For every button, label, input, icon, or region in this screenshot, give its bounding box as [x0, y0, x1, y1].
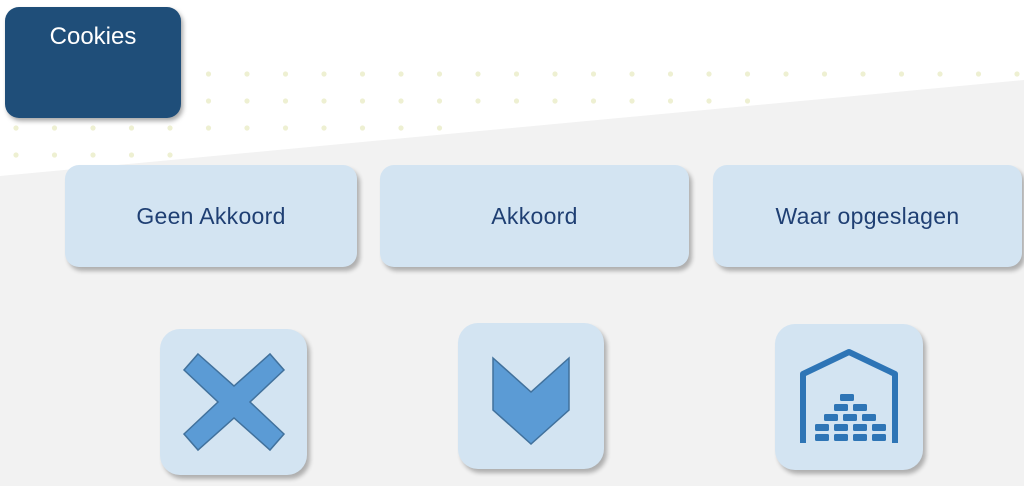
decor-dot: [629, 71, 635, 77]
decor-dot: [128, 152, 135, 158]
warehouse-box: [834, 404, 848, 411]
decline-button-label: Geen Akkoord: [136, 202, 286, 229]
accept-button[interactable]: Akkoord: [380, 165, 689, 267]
decor-dot: [128, 125, 135, 131]
warehouse-box: [872, 434, 886, 441]
decor-dot: [706, 98, 712, 104]
decor-dot: [205, 71, 212, 77]
warehouse-box: [834, 434, 848, 441]
warehouse-box: [862, 414, 876, 421]
decor-dot: [205, 98, 212, 104]
decor-dot: [13, 125, 19, 131]
decor-dot: [436, 98, 443, 104]
accept-button-label: Akkoord: [491, 202, 578, 229]
decor-dot: [167, 125, 173, 131]
decor-dot: [244, 125, 250, 131]
decor-dot: [398, 125, 404, 131]
decor-dot: [744, 71, 751, 77]
decor-dot: [744, 98, 751, 104]
decor-dot: [321, 125, 327, 131]
decor-dot: [821, 71, 828, 77]
warehouse-box: [840, 394, 854, 401]
warehouse-box: [853, 404, 867, 411]
decline-button[interactable]: Geen Akkoord: [65, 165, 357, 267]
decor-dot: [629, 98, 635, 104]
decor-dot: [359, 98, 366, 104]
decor-dot: [436, 71, 443, 77]
decor-dot: [51, 152, 58, 158]
decor-dot: [513, 71, 520, 77]
decor-dot: [398, 71, 404, 77]
decor-dot: [475, 98, 481, 104]
decor-dot: [667, 71, 674, 77]
decor-dot: [436, 125, 443, 131]
decor-dot: [244, 71, 250, 77]
warehouse-icon: [800, 349, 898, 443]
decor-dot: [898, 71, 905, 77]
close-icon: [182, 352, 285, 452]
warehouse-box: [815, 434, 829, 441]
decor-dot: [244, 98, 250, 104]
decor-dot: [975, 71, 982, 77]
decor-dot: [359, 125, 366, 131]
warehouse-box: [834, 424, 848, 431]
warehouse-box: [853, 424, 867, 431]
decor-dot: [937, 71, 943, 77]
decline-icon-tile[interactable]: [160, 329, 307, 475]
decor-dot: [590, 98, 597, 104]
warehouse-box: [843, 414, 857, 421]
decor-dot: [590, 71, 597, 77]
decor-dot: [1014, 71, 1020, 77]
warehouse-box: [815, 424, 829, 431]
storage-icon-tile[interactable]: [775, 324, 923, 470]
decor-dot: [90, 125, 96, 131]
decor-dot: [13, 152, 19, 158]
decor-dot: [282, 98, 289, 104]
page-title: Cookies: [5, 7, 181, 118]
decor-dot: [205, 125, 212, 131]
decor-dot: [552, 98, 558, 104]
decor-dot: [321, 71, 327, 77]
accept-icon-tile[interactable]: [458, 323, 604, 469]
decor-dot: [860, 71, 866, 77]
decor-dot: [552, 71, 558, 77]
decor-dot: [667, 98, 674, 104]
decor-dot: [783, 71, 789, 77]
decor-dot: [321, 98, 327, 104]
chevron-down-icon: [492, 356, 570, 446]
warehouse-box: [824, 414, 838, 421]
decor-dot: [282, 71, 289, 77]
decor-dot: [359, 71, 366, 77]
decor-dot: [398, 98, 404, 104]
storage-location-button-label: Waar opgeslagen: [775, 202, 960, 229]
storage-location-button[interactable]: Waar opgeslagen: [713, 165, 1022, 267]
decor-dot: [706, 71, 712, 77]
warehouse-box: [853, 434, 867, 441]
decor-dot: [167, 152, 173, 158]
decor-dot: [282, 125, 289, 131]
warehouse-box: [872, 424, 886, 431]
decor-dot: [51, 125, 58, 131]
decor-dot: [475, 71, 481, 77]
decor-dot: [513, 98, 520, 104]
decor-dot: [90, 152, 96, 158]
